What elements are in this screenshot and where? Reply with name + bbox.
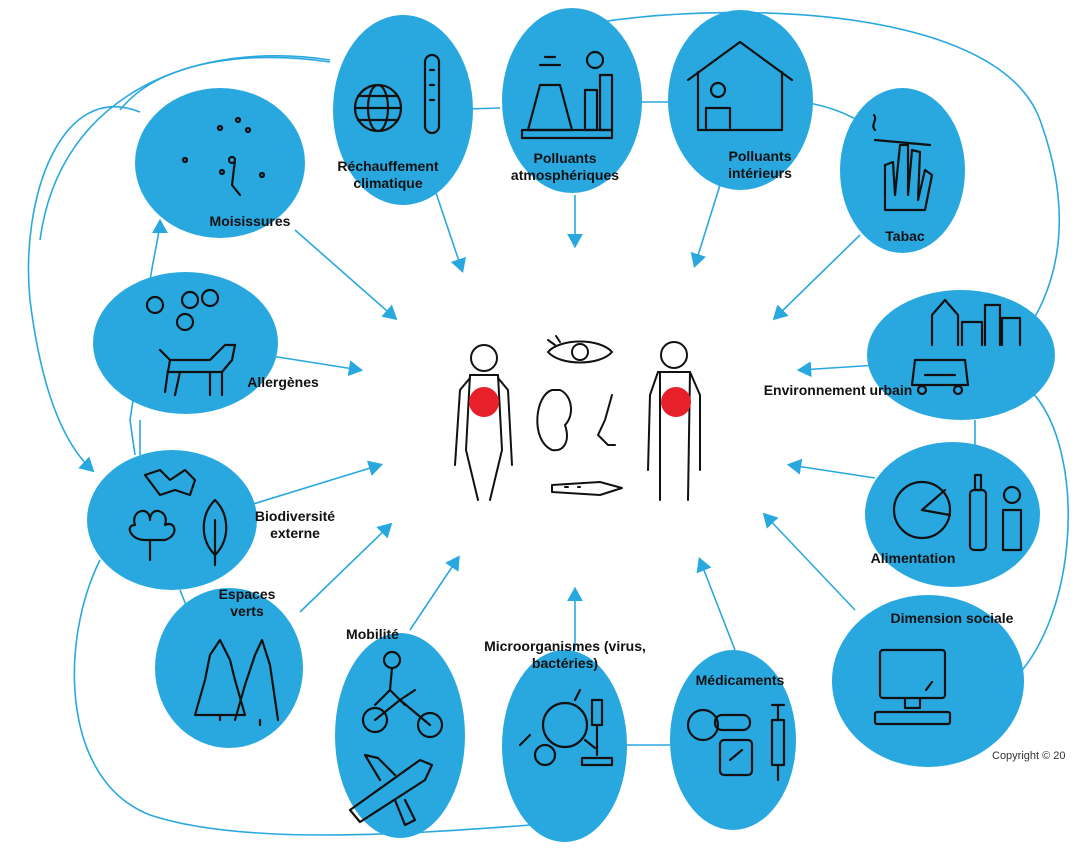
blob-polluants-int	[668, 10, 813, 190]
microbe-microscope-icon	[518, 688, 614, 767]
bike-plane-icon	[348, 650, 444, 827]
globe-thermometer-icon	[353, 53, 441, 135]
copyright: Copyright © 20	[992, 750, 1066, 762]
label-dimension: Dimension sociale	[890, 610, 1014, 626]
label-micro: Microorganismes (virus, bactéries)	[484, 638, 646, 671]
blob-allergenes	[93, 272, 278, 414]
blob-environnement	[867, 290, 1055, 420]
blob-dimension	[832, 595, 1024, 767]
label-biodiversite: Biodiversité externe	[254, 508, 336, 541]
label-espaces: Espaces verts	[218, 586, 276, 619]
label-mobilite: Mobilité	[346, 626, 399, 642]
label-moisissures: Moisissures	[209, 213, 291, 229]
spores-icon	[181, 116, 266, 197]
house-person-icon	[686, 40, 794, 132]
label-polluants-int: Polluants intérieurs	[728, 148, 792, 181]
human-body-icon	[454, 341, 701, 501]
factory-icon	[520, 50, 614, 140]
blob-polluants-atmo	[502, 8, 642, 193]
heart-marker	[469, 387, 691, 417]
label-alimentation: Alimentation	[870, 550, 956, 566]
blob-mobilite	[335, 633, 465, 838]
label-medicaments: Médicaments	[695, 672, 785, 688]
plants-icon	[128, 468, 228, 567]
pills-syringe-icon	[686, 703, 786, 782]
label-allergenes: Allergènes	[247, 374, 319, 390]
label-polluants-atmo: Polluants atmosphériques	[510, 150, 620, 183]
blob-tabac	[840, 88, 965, 253]
allergen-animal-icon	[145, 288, 237, 397]
blob-biodiversite	[87, 450, 257, 590]
label-environnement: Environnement urbain	[763, 382, 913, 398]
city-car-icon	[910, 298, 1022, 396]
label-tabac: Tabac	[885, 228, 925, 244]
blob-espaces	[155, 588, 303, 748]
label-rechauffement: Réchauffement climatique	[337, 158, 439, 191]
computer-icon	[873, 648, 952, 726]
organ-icons	[536, 335, 623, 496]
blob-rechauffement	[333, 15, 473, 205]
cigarette-hand-icon	[872, 113, 934, 212]
food-icon	[892, 473, 1023, 552]
blob-moisissures	[135, 88, 305, 238]
trees-icon	[193, 638, 280, 727]
